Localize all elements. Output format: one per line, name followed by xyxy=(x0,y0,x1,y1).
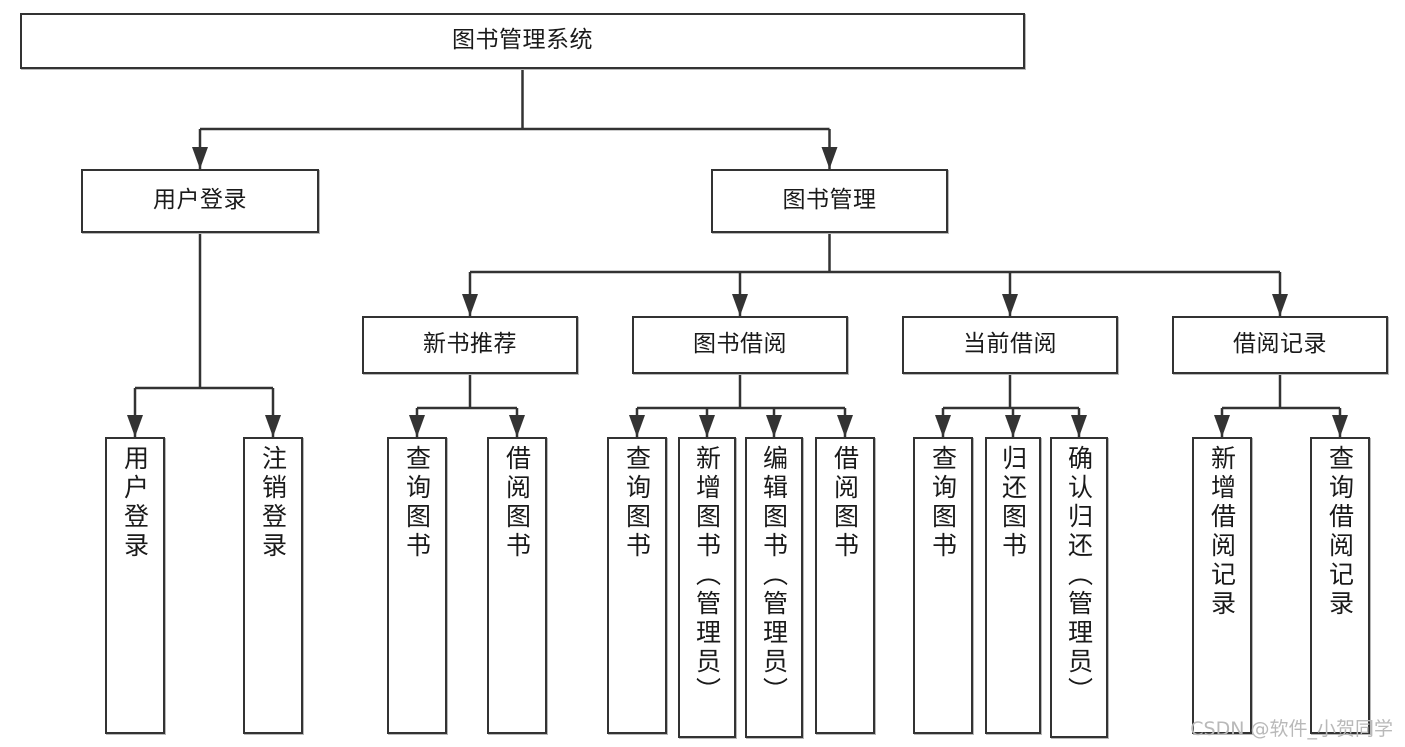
node-new-book-recommend[interactable]: 新书推荐 xyxy=(362,316,578,374)
node-leaf-current-return-label: 归还图书 xyxy=(998,445,1028,561)
node-leaf-user-login-label: 用户登录 xyxy=(120,445,150,561)
node-leaf-current-confirm-label: 确认归还（管理员） xyxy=(1064,445,1094,706)
node-root-label: 图书管理系统 xyxy=(452,27,593,54)
node-leaf-newbook-query[interactable]: 查询图书 xyxy=(387,437,447,734)
node-borrow-record[interactable]: 借阅记录 xyxy=(1172,316,1388,374)
node-current-borrow[interactable]: 当前借阅 xyxy=(902,316,1118,374)
node-leaf-record-query-label: 查询借阅记录 xyxy=(1325,445,1355,619)
node-leaf-borrow-query[interactable]: 查询图书 xyxy=(607,437,667,734)
node-leaf-user-login[interactable]: 用户登录 xyxy=(105,437,165,734)
node-leaf-borrow-borrow-label: 借阅图书 xyxy=(830,445,860,561)
node-leaf-user-logout[interactable]: 注销登录 xyxy=(243,437,303,734)
node-leaf-current-return[interactable]: 归还图书 xyxy=(985,437,1041,734)
node-current-borrow-label: 当前借阅 xyxy=(963,331,1057,358)
node-leaf-record-add[interactable]: 新增借阅记录 xyxy=(1192,437,1252,734)
node-book-manage-label: 图书管理 xyxy=(782,187,877,214)
node-leaf-borrow-query-label: 查询图书 xyxy=(622,445,652,561)
node-leaf-newbook-borrow-label: 借阅图书 xyxy=(502,445,532,561)
node-user-login-label: 用户登录 xyxy=(153,187,247,214)
node-leaf-user-logout-label: 注销登录 xyxy=(258,445,288,561)
node-leaf-borrow-borrow[interactable]: 借阅图书 xyxy=(815,437,875,734)
node-leaf-newbook-query-label: 查询图书 xyxy=(402,445,432,561)
node-book-borrow[interactable]: 图书借阅 xyxy=(632,316,848,374)
node-leaf-record-add-label: 新增借阅记录 xyxy=(1207,445,1237,619)
node-leaf-borrow-add-label: 新增图书（管理员） xyxy=(692,445,722,706)
node-borrow-record-label: 借阅记录 xyxy=(1233,331,1327,358)
node-leaf-borrow-edit-label: 编辑图书（管理员） xyxy=(759,445,789,706)
node-new-book-recommend-label: 新书推荐 xyxy=(423,331,517,358)
node-leaf-borrow-add[interactable]: 新增图书（管理员） xyxy=(678,437,736,738)
node-book-manage[interactable]: 图书管理 xyxy=(711,169,948,233)
node-root[interactable]: 图书管理系统 xyxy=(20,13,1025,69)
node-leaf-current-query[interactable]: 查询图书 xyxy=(913,437,973,734)
node-book-borrow-label: 图书借阅 xyxy=(693,331,787,358)
node-leaf-record-query[interactable]: 查询借阅记录 xyxy=(1310,437,1370,734)
node-leaf-borrow-edit[interactable]: 编辑图书（管理员） xyxy=(745,437,803,738)
node-user-login[interactable]: 用户登录 xyxy=(81,169,319,233)
node-leaf-current-confirm[interactable]: 确认归还（管理员） xyxy=(1050,437,1108,738)
node-leaf-current-query-label: 查询图书 xyxy=(928,445,958,561)
node-leaf-newbook-borrow[interactable]: 借阅图书 xyxy=(487,437,547,734)
watermark: CSDN @软件_小贺同学 xyxy=(1190,718,1393,740)
